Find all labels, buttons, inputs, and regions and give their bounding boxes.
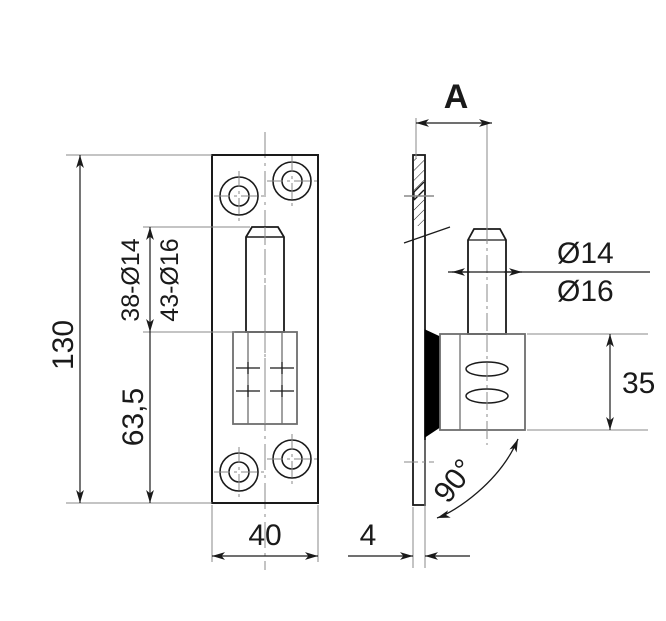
screw-hole-lower-right [267, 434, 317, 484]
dimension-pin-38: 38-Ø14 [117, 227, 154, 332]
dimension-overall-height: 130 [47, 155, 84, 503]
dimension-lower-height: 63,5 [117, 332, 154, 503]
side-solid-wedge [424, 329, 441, 438]
dimension-depth-a-label: A [444, 78, 469, 116]
plate-hatch-upper [414, 158, 424, 192]
dimension-plate-thickness: 4 [348, 440, 470, 568]
screw-hole-upper-left [214, 171, 264, 221]
dimension-plate-width: 40 [211, 505, 319, 562]
plate-hatch-lower [414, 190, 424, 226]
side-knuckle-body [439, 333, 526, 445]
dimension-depth-a: A [415, 78, 492, 158]
front-plate-outline [211, 154, 319, 504]
dimension-pin-43-label: 43-Ø16 [156, 238, 184, 321]
dimension-pin-38-label: 38-Ø14 [117, 238, 145, 321]
front-knuckle-body [232, 331, 298, 425]
dimension-plate-width-label: 40 [248, 519, 281, 552]
dimension-body-height: 35 [527, 333, 655, 431]
dimension-d16-label: Ø16 [557, 275, 614, 308]
front-view: 130 63,5 38-Ø14 43-Ø16 40 [47, 132, 319, 570]
dimension-lower-height-label: 63,5 [117, 388, 150, 446]
dimension-plate-thickness-label: 4 [360, 519, 377, 552]
dimension-body-height-label: 35 [622, 367, 655, 400]
dimension-d14-label: Ø14 [557, 237, 614, 270]
dimension-pin-43: 43-Ø16 [156, 238, 184, 321]
dimension-overall-height-label: 130 [47, 320, 80, 370]
screw-hole-lower-left [214, 447, 264, 497]
dimension-pin-diameter: Ø14 Ø16 [448, 237, 650, 308]
screw-hole-upper-right [267, 156, 317, 206]
